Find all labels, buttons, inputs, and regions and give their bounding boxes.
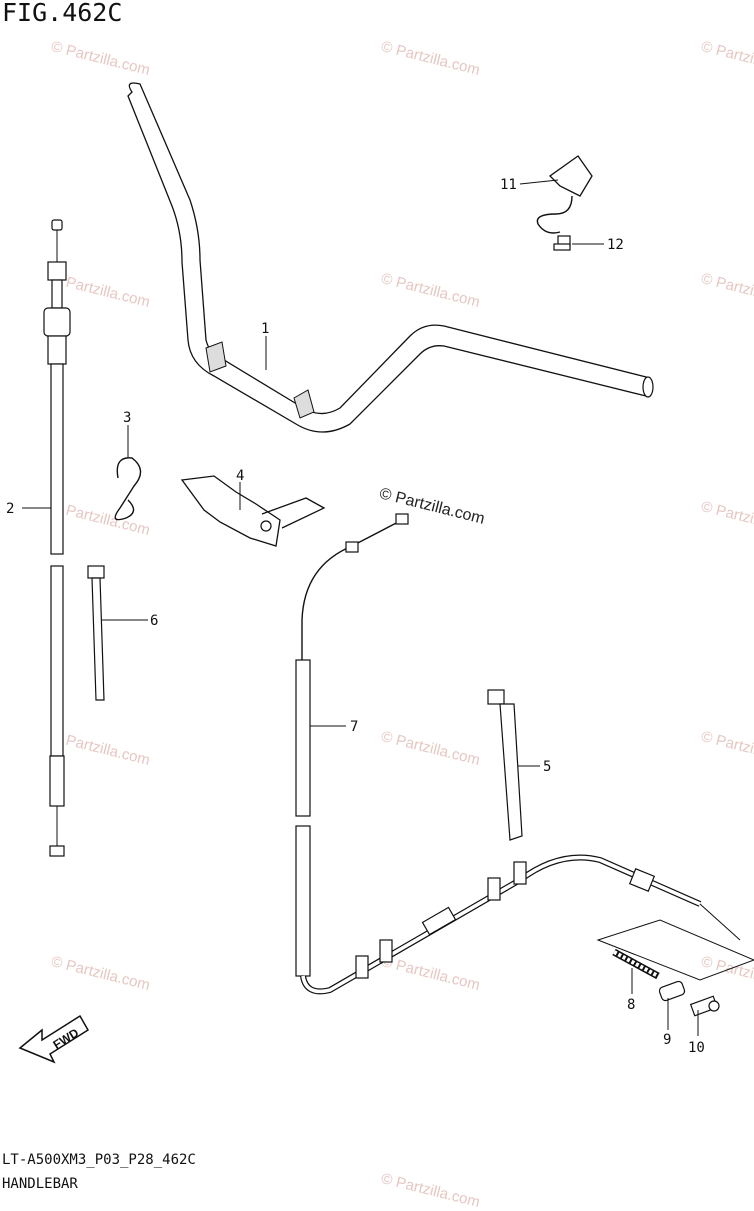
section-name: HANDLEBAR <box>2 1176 78 1192</box>
figure-title: FIG.462C <box>2 0 123 27</box>
callout-2: 2 <box>6 501 14 517</box>
callout-10: 10 <box>688 1040 705 1056</box>
adjuster-nut-part[interactable] <box>689 995 720 1017</box>
spring-part[interactable] <box>612 948 660 980</box>
callout-9: 9 <box>663 1032 671 1048</box>
cable-tie-part-5[interactable] <box>487 689 523 841</box>
handlebar-part[interactable] <box>127 82 654 433</box>
clip-part[interactable] <box>114 457 142 521</box>
callout-6: 6 <box>150 613 158 629</box>
collar-part[interactable] <box>658 980 686 1002</box>
brake-cable-part[interactable] <box>43 219 71 857</box>
model-code: LT-A500XM3_P03_P28_462C <box>2 1152 196 1168</box>
callout-5: 5 <box>543 759 551 775</box>
callout-3: 3 <box>123 410 131 426</box>
callout-4: 4 <box>236 468 244 484</box>
callout-11: 11 <box>500 177 517 193</box>
parking-brake-cable-part[interactable] <box>295 513 741 995</box>
bracket-part[interactable] <box>180 475 326 547</box>
callout-8: 8 <box>627 997 635 1013</box>
bolt-part[interactable] <box>553 235 571 251</box>
spring-hook-part[interactable] <box>536 155 593 234</box>
cable-tie-part-6[interactable] <box>87 565 105 701</box>
callout-7: 7 <box>350 719 358 735</box>
callout-1: 1 <box>261 321 269 337</box>
callout-12: 12 <box>607 237 624 253</box>
fwd-arrow-icon <box>18 1014 90 1064</box>
